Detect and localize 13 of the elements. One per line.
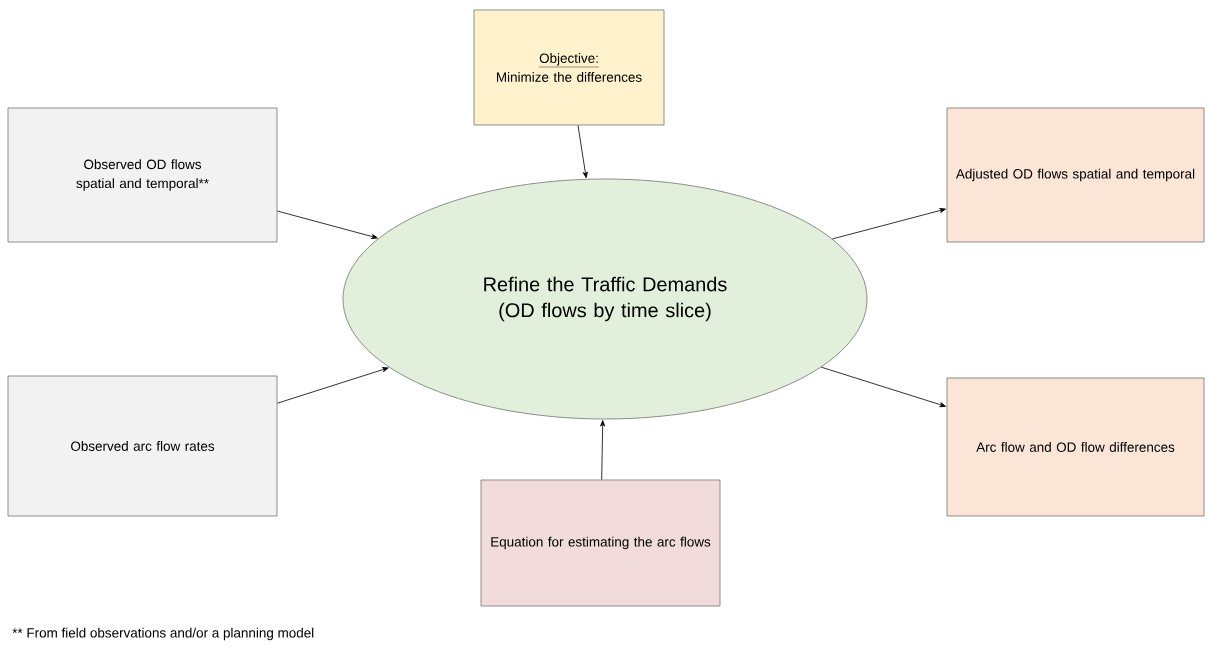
arrow [277,367,389,404]
arrow [832,208,946,240]
arrow [577,125,588,179]
input-box: Observed arc flow rates [7,375,278,517]
arrow [277,210,378,239]
arrow [600,420,606,480]
input-box: Observed OD flows spatial and temporal** [7,107,278,243]
equation-box: Equation for estimating the arc flows [480,479,721,607]
arrow [820,366,946,408]
output-box: Adjusted OD flows spatial and temporal [946,107,1205,243]
output-box: Arc flow and OD flow differences [946,377,1205,517]
objective-box: Objective: Minimize the differences [473,9,665,126]
footnote: ** From field observations and/or a planning model [12,627,314,641]
